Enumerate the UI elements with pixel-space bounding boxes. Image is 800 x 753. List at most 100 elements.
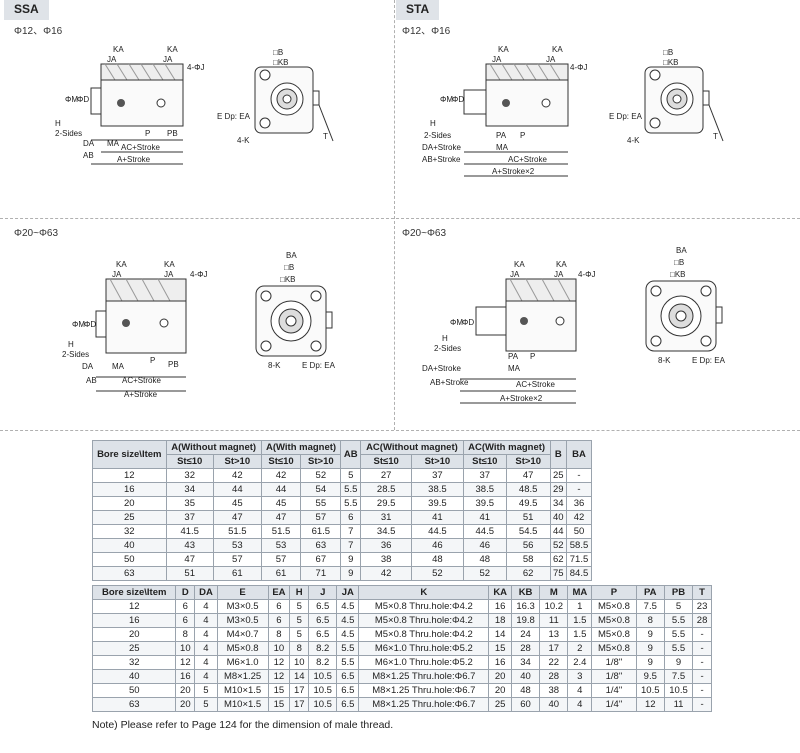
ssa-phim-label: ΦM (65, 95, 78, 104)
sta-large-end-drawing: BA □B □KB 8-K E Dp: EA (645, 246, 726, 365)
table-cell: 2 (567, 641, 593, 656)
sta-l-ab-stroke-label: AB+Stroke (430, 378, 469, 387)
table-cell: 62 (549, 552, 568, 567)
table-cell: 6 (267, 613, 291, 628)
ssa-l-ab-label: AB (86, 376, 97, 385)
table-cell: 75 (549, 566, 568, 581)
table-cell: 31 (360, 510, 413, 525)
table-cell: 48 (462, 552, 507, 567)
table-cell: 44 (549, 524, 568, 539)
table-cell: - (692, 669, 712, 684)
table-cell: 1/8" (591, 669, 637, 684)
ssa-large-side-drawing: KA KA JA JA 4-ΦJ ΦM ΦD H 2-Sides DA MA P… (62, 260, 208, 399)
ssa-p-label: P (145, 129, 150, 138)
table-cell: 6 (175, 599, 196, 614)
ssa-ac-label: AC+Stroke (121, 143, 160, 152)
table-cell: 45 (260, 496, 302, 511)
table-cell: 5 (289, 613, 310, 628)
table-cell: 36 (360, 538, 413, 553)
table-cell: - (692, 627, 712, 642)
footnote: Note) Please refer to Page 124 for the d… (92, 719, 394, 731)
table-cell: 57 (212, 552, 262, 567)
table-cell: 51 (165, 566, 214, 581)
table-cell: 34 (510, 655, 541, 670)
ssa-4k-label: 4-K (237, 136, 250, 145)
table-cell: 71 (300, 566, 342, 581)
ssa-ka2-label: KA (167, 45, 178, 54)
table-cell: 6 (267, 599, 291, 614)
ssa-ja-label: JA (107, 55, 117, 64)
table-cell: 22 (539, 655, 569, 670)
table-header-cell: E (216, 585, 269, 600)
t1-sub-header: St>10 (505, 454, 551, 469)
t1-sub-header: St≤10 (165, 454, 214, 469)
sta-sides-label: 2-Sides (424, 131, 451, 140)
table-cell: 52 (411, 566, 464, 581)
ssa-l-sides-label: 2-Sides (62, 350, 89, 359)
sta-phim-label: ΦM (440, 95, 453, 104)
table-cell: 3 (567, 669, 593, 684)
t1-sub-header: St>10 (212, 454, 262, 469)
table-cell: 50 (92, 552, 167, 567)
t1-sub-header: St>10 (411, 454, 464, 469)
table-cell: 8 (289, 641, 310, 656)
table-cell: 34 (165, 482, 214, 497)
table-cell: M5×0.8 (591, 627, 637, 642)
table-cell: 29 (549, 482, 568, 497)
table-cell: 25 (92, 510, 167, 525)
ssa-sides-label: 2-Sides (55, 129, 82, 138)
table-cell: 9.5 (635, 669, 665, 684)
table-cell: 27 (360, 468, 413, 483)
sta-4k-label: 4-K (627, 136, 640, 145)
sta-l-p-label: P (530, 352, 535, 361)
table-cell: 40 (91, 669, 177, 684)
table-cell: M6×1.0 Thru.hole:Φ5.2 (358, 641, 490, 656)
table-cell: 23 (692, 599, 712, 614)
sta-l-ja2-label: JA (554, 270, 564, 279)
table-cell: 53 (212, 538, 262, 553)
table-cell: 38.5 (462, 482, 507, 497)
t1-header-ab: AB (340, 440, 362, 469)
section-divider-horizontal (0, 218, 800, 219)
table-cell: 6.5 (336, 669, 360, 684)
ssa-b-label: □B (273, 48, 283, 57)
table-cell: 5.5 (336, 641, 360, 656)
sta-large-sizes: Φ20~Φ63 (402, 228, 447, 239)
ssa-large-end-drawing: BA □B □KB 8-K E Dp: EA (255, 251, 336, 370)
table-cell: 32 (92, 524, 167, 539)
sta-l-ja-label: JA (510, 270, 520, 279)
ssa-h-label: H (55, 119, 61, 128)
table-cell: 9 (340, 566, 362, 581)
table-cell: 43 (165, 538, 214, 553)
ssa-l-ka-label: KA (116, 260, 127, 269)
table-cell: 47 (260, 510, 302, 525)
table-cell: 37 (411, 468, 464, 483)
table-cell: 5.5 (340, 482, 362, 497)
table-cell: 10.2 (539, 599, 569, 614)
ssa-title: SSA (4, 0, 49, 20)
ssa-ka-label: KA (113, 45, 124, 54)
sta-ka2-label: KA (552, 45, 563, 54)
table-cell: 4 (194, 655, 218, 670)
sta-ja2-label: JA (546, 55, 556, 64)
table-cell: M5×0.8 Thru.hole:Φ4.2 (358, 627, 490, 642)
table-cell: 29.5 (360, 496, 413, 511)
sta-ac-label: AC+Stroke (508, 155, 547, 164)
table-cell: - (566, 482, 592, 497)
table-cell: 5.5 (340, 496, 362, 511)
sta-l-h-label: H (442, 334, 448, 343)
table-cell: 2.4 (567, 655, 593, 670)
table-cell: 7 (340, 524, 362, 539)
table-cell: 47 (505, 468, 551, 483)
table-cell: 60 (510, 697, 541, 712)
table-cell: M10×1.5 (216, 697, 269, 712)
table-cell: 41 (462, 510, 507, 525)
ssa-l-ma-label: MA (112, 362, 125, 371)
table-cell: 50 (566, 524, 592, 539)
t1-header-a-without: A(Without magnet) (165, 440, 262, 455)
table-cell: 5 (340, 468, 362, 483)
t1-sub-header: St>10 (300, 454, 342, 469)
table-cell: 17 (289, 683, 310, 698)
table-cell: 40 (539, 697, 569, 712)
